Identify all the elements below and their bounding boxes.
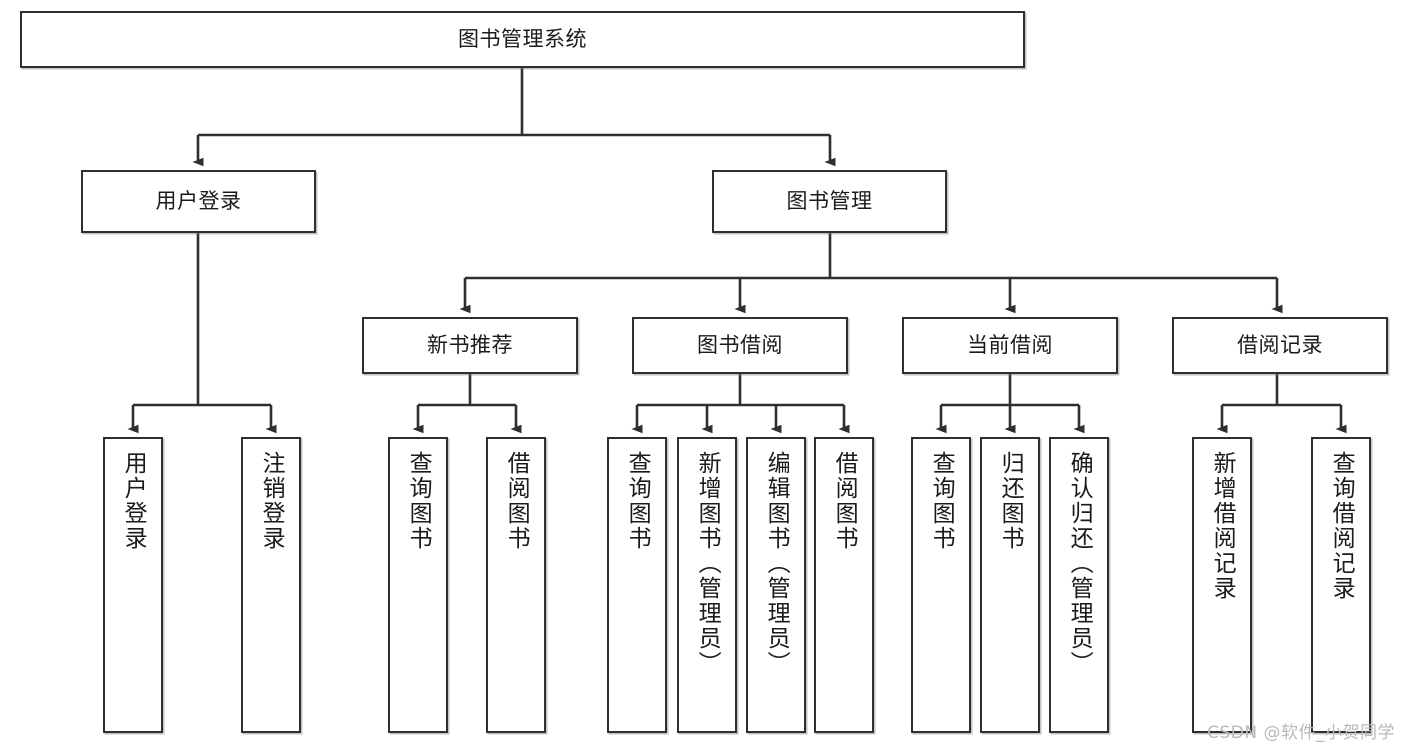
- node-borrow-record[interactable]: 借阅记录: [1172, 317, 1388, 374]
- leaf-record-query-record[interactable]: 查询借阅记录: [1311, 437, 1371, 733]
- node-label: 借阅图书: [503, 451, 530, 551]
- leaf-borrow-query-book[interactable]: 查询图书: [607, 437, 667, 733]
- leaf-borrow-add-book-admin[interactable]: 新增图书（管理员）: [677, 437, 737, 733]
- node-label: 查询借阅记录: [1328, 451, 1355, 601]
- node-label: 注销登录: [258, 451, 285, 551]
- node-book-management[interactable]: 图书管理: [712, 170, 947, 233]
- node-label: 查询图书: [624, 451, 651, 551]
- node-label: 图书管理: [786, 188, 873, 213]
- node-new-book-recommend[interactable]: 新书推荐: [362, 317, 578, 374]
- node-label: 图书管理系统: [458, 26, 587, 51]
- leaf-recommend-borrow-book[interactable]: 借阅图书: [486, 437, 546, 733]
- leaf-user-login-logout[interactable]: 注销登录: [241, 437, 301, 733]
- node-label: 借阅记录: [1237, 332, 1323, 357]
- leaf-current-query-book[interactable]: 查询图书: [911, 437, 971, 733]
- node-label: 查询图书: [928, 451, 955, 551]
- leaf-current-confirm-return-admin[interactable]: 确认归还（管理员）: [1049, 437, 1109, 733]
- node-current-borrow[interactable]: 当前借阅: [902, 317, 1118, 374]
- node-user-login[interactable]: 用户登录: [81, 170, 316, 233]
- leaf-borrow-edit-book-admin[interactable]: 编辑图书（管理员）: [746, 437, 806, 733]
- leaf-borrow-borrow-book[interactable]: 借阅图书: [814, 437, 874, 733]
- node-label: 用户登录: [155, 188, 242, 213]
- node-label: 编辑图书（管理员）: [763, 451, 790, 676]
- watermark-text: CSDN @软件_小贺同学: [1207, 723, 1395, 743]
- node-label: 借阅图书: [831, 451, 858, 551]
- node-label: 当前借阅: [967, 332, 1053, 357]
- node-label: 归还图书: [997, 451, 1024, 551]
- node-root-library-system[interactable]: 图书管理系统: [20, 11, 1025, 68]
- leaf-recommend-query-book[interactable]: 查询图书: [388, 437, 448, 733]
- leaf-user-login-login[interactable]: 用户登录: [103, 437, 163, 733]
- leaf-record-add-record[interactable]: 新增借阅记录: [1192, 437, 1252, 733]
- node-label: 新增借阅记录: [1209, 451, 1236, 601]
- node-label: 用户登录: [120, 451, 147, 551]
- node-label: 新增图书（管理员）: [694, 451, 721, 676]
- node-label: 新书推荐: [427, 332, 513, 357]
- node-book-borrow[interactable]: 图书借阅: [632, 317, 848, 374]
- node-label: 查询图书: [405, 451, 432, 551]
- node-label: 确认归还（管理员）: [1066, 451, 1093, 676]
- node-label: 图书借阅: [697, 332, 783, 357]
- leaf-current-return-book[interactable]: 归还图书: [980, 437, 1040, 733]
